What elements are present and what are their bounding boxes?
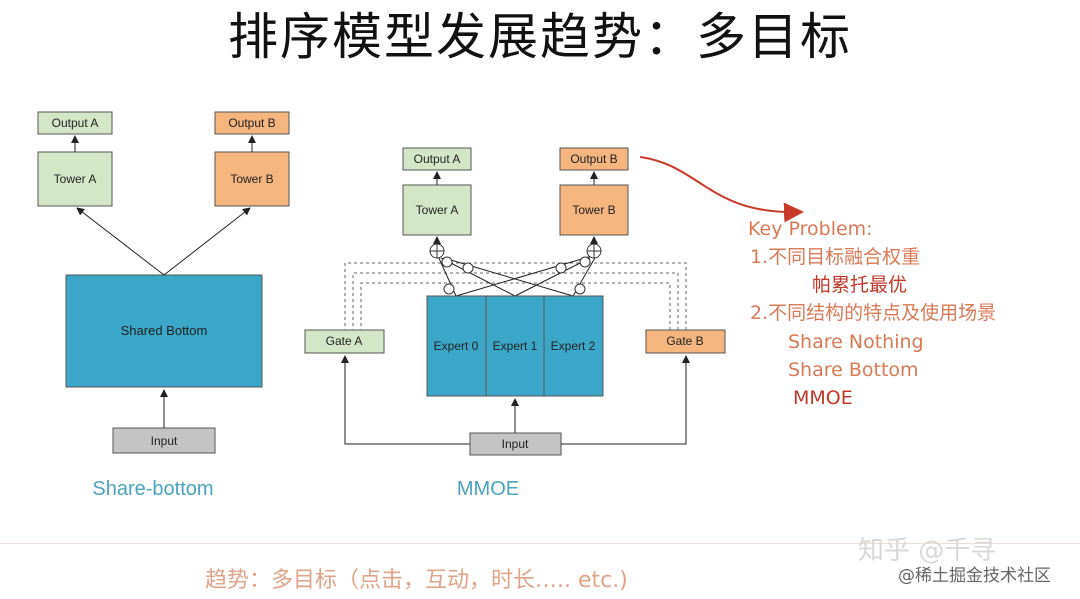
sb-tower-b-label: Tower B — [230, 172, 273, 186]
page-title: 排序模型发展趋势：多目标 — [228, 8, 852, 66]
key-problem-line1: 1.不同目标融合权重 — [750, 246, 920, 268]
mmoe-expert-2-label: Expert 2 — [551, 339, 596, 353]
sb-shared-bottom-label: Shared Bottom — [121, 323, 208, 338]
sb-output-b-label: Output B — [228, 116, 275, 130]
mmoe-gate-a-label: Gate A — [326, 334, 363, 348]
sb-tower-a-label: Tower A — [54, 172, 97, 186]
mmoe-gate-b-box — [645, 329, 726, 354]
sb-caption: Share-bottom — [92, 478, 213, 500]
key-problem-line4: Share Nothing — [788, 331, 924, 353]
mmoe-diagram: Output A Tower A Output B Tower B — [304, 147, 726, 500]
key-problem-line6: MMOE — [793, 387, 853, 409]
key-problem-line3: 2.不同结构的特点及使用场景 — [750, 302, 996, 324]
key-problem-block: Key Problem: 1.不同目标融合权重 帕累托最优 2.不同结构的特点及… — [748, 218, 996, 409]
key-problem-line2: 帕累托最优 — [812, 274, 907, 296]
mmoe-expert-2-box — [543, 295, 604, 397]
mmoe-expert-0-box — [426, 295, 487, 397]
mmoe-expert-0-label: Expert 0 — [434, 339, 479, 353]
footer-divider — [0, 543, 1080, 544]
mmoe-expert-1-box — [485, 295, 545, 397]
mmoe-gate-a-box — [304, 329, 385, 354]
sb-output-a-label: Output A — [52, 116, 99, 130]
key-problem-line5: Share Bottom — [788, 359, 919, 381]
mmoe-tower-a-box — [402, 184, 472, 236]
sb-shared-bottom-box — [65, 274, 263, 388]
sb-output-b-box — [214, 111, 290, 135]
watermark-juejin: @稀土掘金技术社区 — [898, 566, 1051, 586]
mmoe-output-a-label: Output A — [414, 152, 461, 166]
watermark-zhihu: 知乎 @千寻 — [858, 536, 997, 566]
curved-arrow-icon — [639, 156, 804, 223]
footer-trend-text: 趋势：多目标（点击，互动，时长….. etc.) — [205, 568, 628, 593]
mmoe-output-a-box — [402, 147, 472, 171]
mmoe-tower-a-label: Tower A — [416, 203, 459, 217]
mmoe-tower-b-label: Tower B — [572, 203, 615, 217]
sb-input-box — [112, 427, 216, 454]
mmoe-gate-b-label: Gate B — [666, 334, 703, 348]
mmoe-output-b-box — [559, 147, 629, 171]
mmoe-expert-1-label: Expert 1 — [493, 339, 538, 353]
mmoe-caption: MMOE — [457, 478, 519, 500]
mmoe-tower-b-box — [559, 184, 629, 236]
share-bottom-diagram: Output A Tower A Output B Tower B Shared… — [37, 111, 290, 500]
key-problem-heading: Key Problem: — [748, 218, 873, 240]
sb-tower-b-box — [214, 151, 290, 207]
sb-output-a-box — [37, 111, 113, 135]
sb-tower-a-box — [37, 151, 113, 207]
mmoe-input-label: Input — [502, 437, 529, 451]
mmoe-output-b-label: Output B — [570, 152, 617, 166]
sb-input-label: Input — [151, 434, 178, 448]
